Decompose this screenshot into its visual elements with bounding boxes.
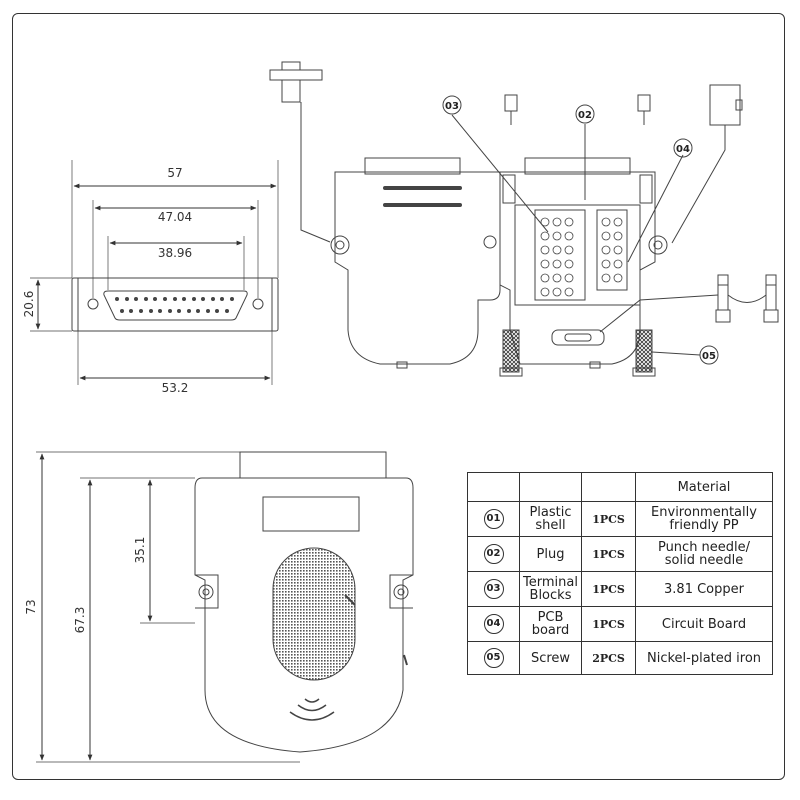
bom-row-material: 3.81 Copper — [664, 581, 744, 597]
bom-header-row: Material — [467, 472, 773, 502]
side-ear-left — [195, 574, 219, 609]
mount-hole-right — [252, 298, 264, 310]
leader-03 — [451, 114, 549, 233]
bom-row-num: 02 — [483, 544, 504, 564]
side-wave-1 — [289, 711, 335, 721]
thumb-screw-top — [269, 61, 323, 120]
pin-row-top — [115, 297, 234, 301]
front-flange-inner — [77, 277, 273, 332]
standoff-right — [637, 94, 651, 125]
bom-row-material: Punch needle/ — [657, 540, 751, 555]
bom-row-name: PCB — [537, 610, 564, 625]
bom-row-name: Plug — [536, 546, 565, 562]
bom-row-material: Environmentally — [651, 505, 757, 520]
pin-row-bottom — [120, 309, 229, 313]
dim-side-total: 73 — [24, 599, 38, 614]
bom-row-num: 03 — [483, 579, 504, 599]
exploded-view — [269, 61, 779, 377]
terminal-block-left — [534, 209, 586, 301]
callout-circle-03 — [442, 95, 462, 115]
bom-row: 02 Plug 1PCS Punch needle/solid needle — [467, 536, 773, 572]
front-view — [30, 160, 279, 385]
terminal-block-right — [596, 209, 628, 291]
bom-row-material: friendly PP — [669, 518, 739, 533]
front-flange — [71, 277, 279, 332]
dim-front-height: 20.6 — [22, 291, 36, 318]
bom-row-name: Screw — [530, 650, 571, 666]
callout-04: 04 — [676, 144, 690, 155]
side-shell-outline — [194, 477, 414, 753]
bom-row-material: Nickel-plated iron — [646, 650, 762, 666]
dim-side-body: 67.3 — [73, 607, 87, 634]
leader-04 — [627, 154, 684, 263]
bom-row-num: 01 — [483, 509, 504, 529]
callout-03: 03 — [445, 101, 459, 112]
bom-row-qty: 1PCS — [581, 606, 636, 642]
dim-front-width: 57 — [167, 166, 182, 180]
callout-circle-02 — [575, 104, 595, 124]
leader-clamp — [599, 294, 719, 333]
bom-row-qty: 1PCS — [581, 501, 636, 537]
bom-row-name: board — [531, 623, 570, 638]
dim-front-mount: 47.04 — [158, 210, 192, 224]
dim-front-shell: 38.96 — [158, 246, 192, 260]
callout-circle-05 — [699, 345, 719, 365]
side-label-area — [262, 496, 360, 532]
side-plug-top — [239, 451, 387, 479]
d-sub-shell — [103, 290, 248, 321]
knurled-screw-left — [499, 329, 523, 377]
leader-screw-left — [300, 120, 331, 243]
side-hole-right — [393, 584, 409, 600]
side-wave-3 — [304, 698, 320, 703]
nut-right — [709, 84, 743, 126]
dim-front-bottom: 53.2 — [162, 381, 189, 395]
callout-02: 02 — [578, 110, 592, 121]
callout-circle-04 — [673, 138, 693, 158]
mount-hole-left — [87, 298, 99, 310]
bom-header-cell-num — [467, 472, 520, 502]
bom-row-name: Blocks — [529, 588, 572, 603]
leader-nut-right — [671, 125, 726, 244]
bom-row: 05 Screw 2PCS Nickel-plated iron — [467, 641, 773, 675]
leader-05 — [651, 351, 701, 356]
bom-row-num: 04 — [483, 614, 504, 634]
side-tick-b — [403, 654, 408, 666]
bom-row-material: solid needle — [664, 553, 744, 568]
bom-header-material: Material — [635, 472, 773, 502]
side-wave-2 — [297, 704, 327, 712]
cable-clamp — [715, 274, 779, 323]
bom-row-qty: 1PCS — [581, 536, 636, 572]
bom-row-name: shell — [535, 518, 566, 533]
bom-row-num: 05 — [483, 648, 504, 668]
bom-row-name: Plastic — [529, 505, 572, 520]
side-view — [36, 451, 414, 763]
bom-header-cell-name — [519, 472, 582, 502]
side-grip-mesh — [272, 547, 356, 681]
side-ear-right — [389, 574, 413, 609]
bom-row-qty: 2PCS — [581, 641, 636, 675]
shell-half-left — [330, 157, 501, 369]
bom-header-cell-qty — [581, 472, 636, 502]
drawing-frame — [12, 13, 785, 780]
callout-05: 05 — [702, 351, 716, 362]
bom-row-name: Terminal — [523, 575, 578, 590]
side-hole-left — [198, 584, 214, 600]
bom-row-qty: 1PCS — [581, 571, 636, 607]
bom-row-material: Circuit Board — [661, 616, 747, 632]
standoff-left — [504, 94, 518, 125]
knurled-screw-right — [632, 329, 656, 377]
side-tick-a — [344, 594, 356, 606]
dim-side-upper: 35.1 — [133, 537, 147, 564]
